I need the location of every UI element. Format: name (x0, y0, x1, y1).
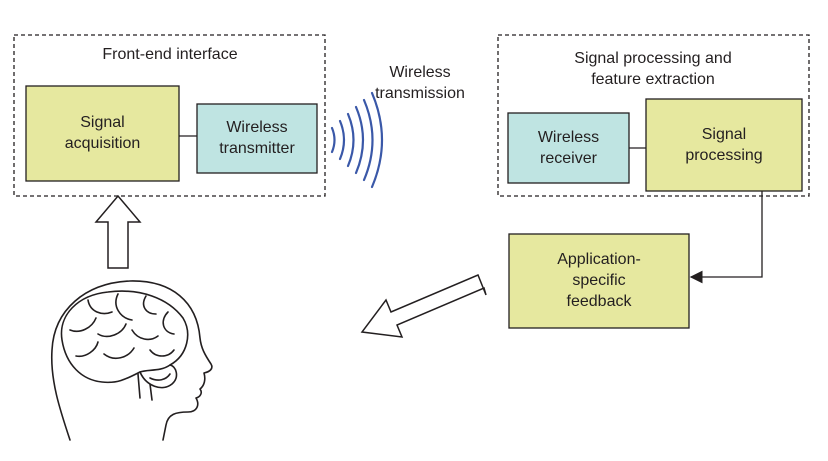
signal-processing-frame (497, 34, 810, 197)
wireless-receiver-line-1: Wireless (537, 129, 600, 146)
wireless-receiver-box (507, 112, 630, 184)
signal-acquisition-box (25, 85, 180, 182)
wireless-transmitter-box (196, 103, 318, 174)
diagonal-arrow-icon (360, 274, 487, 338)
signal-processing-frame-title: Signal processing and feature extraction (503, 48, 803, 90)
front-end-interface-frame (13, 34, 326, 197)
signal-processing-title-line-1: Signal processing and (574, 50, 732, 67)
wireless-waves-icon (330, 91, 384, 189)
feedback-line-3: feedback (566, 293, 632, 310)
wireless-transmission-line-2: transmission (375, 85, 465, 102)
signal-acquisition-line-1: Signal (80, 114, 125, 131)
signal-processing-box (645, 98, 803, 192)
signal-acquisition-label: Signal acquisition (26, 112, 179, 154)
feedback-label: Application- specific feedback (509, 249, 689, 312)
wireless-transmission-label: Wireless transmission (352, 62, 488, 104)
signal-processing-line-2: processing (685, 147, 763, 164)
signal-processing-label: Signal processing (646, 124, 802, 166)
wireless-transmitter-line-2: transmitter (219, 140, 295, 157)
feedback-box (508, 233, 690, 329)
wireless-transmitter-line-1: Wireless (226, 119, 288, 136)
up-arrow-icon (94, 194, 142, 269)
processing-to-feedback-arrow (689, 191, 763, 284)
signal-acquisition-line-2: acquisition (64, 135, 141, 152)
head-profile-with-brain-icon (50, 280, 213, 441)
signal-processing-title-line-2: feature extraction (591, 71, 715, 88)
feedback-line-1: Application- (557, 251, 641, 268)
feedback-line-2: specific (572, 272, 626, 289)
wireless-receiver-label: Wireless receiver (508, 127, 629, 169)
signal-processing-line-1: Signal (701, 126, 747, 143)
wireless-transmission-line-1: Wireless (389, 64, 451, 81)
wireless-receiver-line-2: receiver (540, 150, 597, 167)
front-end-interface-title: Front-end interface (102, 46, 238, 63)
wireless-transmitter-label: Wireless transmitter (197, 117, 317, 159)
